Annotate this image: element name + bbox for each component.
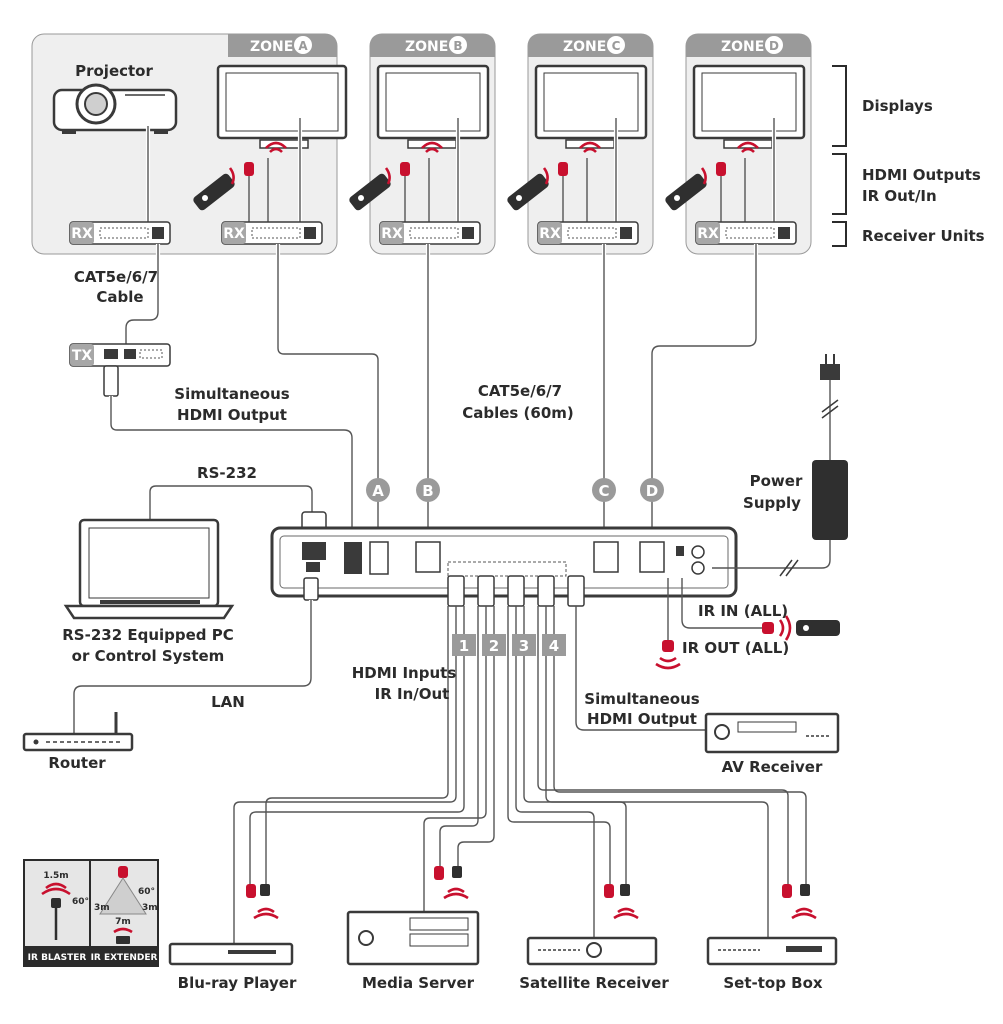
zone-c-label: ZONE <box>563 39 606 55</box>
ir-in-all-label: IR IN (ALL) <box>698 602 788 620</box>
hdmi-inputs-label-1: HDMI Inputs <box>352 664 457 682</box>
ir-legend: IR BLASTER IR EXTENDER 1.5m 60° 60° 3m 3… <box>23 859 159 967</box>
simultaneous-label-1: Simultaneous <box>174 385 290 403</box>
blaster-distance: 1.5m <box>43 871 68 881</box>
media-server-label: Media Server <box>362 974 475 992</box>
projector-icon <box>52 83 178 134</box>
av-receiver-icon <box>704 712 840 754</box>
input-badges: 1 2 3 4 <box>452 634 566 656</box>
display-zone-a <box>216 64 348 149</box>
zone-b-label: ZONE <box>405 39 448 55</box>
rx-unit-zone-d: RX <box>695 221 797 245</box>
ir-receiver-icons-zones <box>244 162 726 222</box>
simul-out-label-2: HDMI Output <box>587 710 697 728</box>
tx-tag: TX <box>72 348 93 364</box>
extender-range: 7m <box>115 917 131 927</box>
remote-icon-zone-c <box>507 167 549 211</box>
rx-tag: RX <box>223 226 245 242</box>
projector-label: Projector <box>75 62 153 80</box>
pc-label-1: RS-232 Equipped PC <box>62 626 234 644</box>
cat-cable-label-2: Cable <box>96 288 143 306</box>
zone-a-letter: A <box>298 39 308 53</box>
power-supply <box>712 354 848 577</box>
simul-out-label-1: Simultaneous <box>584 690 700 708</box>
badge-4: 4 <box>549 637 559 655</box>
ir-extender-label: IR EXTENDER <box>91 953 158 963</box>
ir-out-all-label: IR OUT (ALL) <box>682 639 789 657</box>
zone-a-label: ZONE <box>250 39 293 55</box>
extender-left: 3m <box>94 903 110 913</box>
hdmi-inputs-label-2: IR In/Out <box>375 685 450 703</box>
extender-angle: 60° <box>138 887 155 897</box>
remote-icon-zone-b <box>349 167 391 211</box>
source-ir-emitters <box>246 866 817 920</box>
zone-c-letter: C <box>612 39 621 53</box>
badge-2: 2 <box>489 637 499 655</box>
power-label-1: Power <box>750 472 803 490</box>
ir-all-connections <box>655 578 840 670</box>
power-label-2: Supply <box>743 494 801 512</box>
bluray-label: Blu-ray Player <box>178 974 297 992</box>
remote-icon-zone-d <box>665 167 707 211</box>
simultaneous-hdmi-cable <box>103 365 355 538</box>
right-brackets <box>832 65 847 247</box>
badge-1: 1 <box>459 637 469 655</box>
lan-cable <box>71 577 319 734</box>
rx-tag: RX <box>71 226 93 242</box>
badge-d: D <box>646 482 658 500</box>
badge-a: A <box>372 482 384 500</box>
badge-b: B <box>422 482 433 500</box>
rx-unit-projector: RX <box>69 221 171 245</box>
rx-tag: RX <box>539 226 561 242</box>
cat-cables-label-1: CAT5e/6/7 <box>478 382 562 400</box>
simultaneous-label-2: HDMI Output <box>177 406 287 424</box>
matrix-switcher <box>270 526 738 598</box>
display-zone-c <box>534 64 648 149</box>
cat-cables-label-2: Cables (60m) <box>462 404 574 422</box>
rx-tag: RX <box>697 226 719 242</box>
zone-d-label: ZONE <box>721 39 764 55</box>
zone-b-letter: B <box>453 39 462 53</box>
badge-3: 3 <box>519 637 529 655</box>
cat-cable-label-1: CAT5e/6/7 <box>74 268 158 286</box>
zone-d-letter: D <box>769 39 779 53</box>
router-icon <box>22 712 134 752</box>
displays-label: Displays <box>862 97 933 115</box>
rx-tag: RX <box>381 226 403 242</box>
pc-label-2: or Control System <box>72 647 225 665</box>
rx-unit-zone-b: RX <box>379 221 481 245</box>
extender-right: 3m <box>142 903 158 913</box>
av-receiver-label: AV Receiver <box>722 758 823 776</box>
router-label: Router <box>48 754 106 772</box>
satellite-receiver-icon <box>526 936 658 966</box>
display-zone-d <box>692 64 806 149</box>
badge-c: C <box>598 482 609 500</box>
bluray-player-icon <box>168 942 294 966</box>
remote-icon-zone-a <box>193 167 235 211</box>
receiver-units-label: Receiver Units <box>862 227 985 245</box>
rs232-label: RS-232 <box>197 464 257 482</box>
hdmi-outputs-label: HDMI Outputs <box>862 166 981 184</box>
rx-unit-zone-a: RX <box>221 221 323 245</box>
settop-box-icon <box>706 936 838 966</box>
ir-blaster-label: IR BLASTER <box>28 953 87 963</box>
input-cables <box>233 575 807 944</box>
ir-sensor-icons-displays <box>265 141 759 153</box>
output-badges: A B C D <box>366 478 664 502</box>
display-zone-b <box>376 64 490 149</box>
media-server-icon <box>346 910 480 966</box>
blaster-angle: 60° <box>72 897 89 907</box>
tx-unit: TX <box>69 343 171 367</box>
settop-label: Set-top Box <box>723 974 823 992</box>
rx-unit-zone-c: RX <box>537 221 639 245</box>
display-hdmi-cables <box>145 118 777 222</box>
satellite-label: Satellite Receiver <box>519 974 669 992</box>
ir-out-in-label: IR Out/In <box>862 187 937 205</box>
lan-label: LAN <box>211 693 245 711</box>
laptop-icon <box>63 518 235 620</box>
